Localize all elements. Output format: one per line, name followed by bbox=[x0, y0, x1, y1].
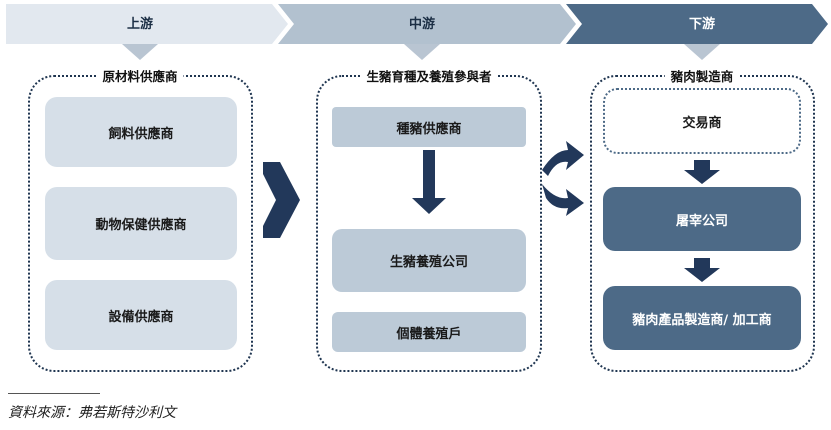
downstream-item-pork-processor: 豬肉產品製造商/ 加工商 bbox=[603, 286, 801, 350]
stage-label-midstream: 中游 bbox=[408, 17, 435, 32]
upstream-item-equipment: 設備供應商 bbox=[45, 280, 237, 350]
stage-band bbox=[6, 4, 828, 60]
stage-chevron-downstream bbox=[566, 4, 828, 44]
stage-chevron-midstream bbox=[278, 4, 576, 44]
midstream-item-breeding-pig: 種豬供應商 bbox=[332, 107, 526, 147]
downstream-title: 豬肉製造商 bbox=[664, 66, 740, 85]
stage-pointer-midstream bbox=[404, 44, 440, 60]
upstream-item-feed: 飼料供應商 bbox=[45, 97, 237, 167]
midstream-to-downstream-arrow-lower bbox=[542, 184, 584, 216]
upstream-title: 原材料供應商 bbox=[96, 66, 184, 85]
stage-chevron-upstream bbox=[6, 4, 288, 44]
source-rule bbox=[8, 393, 100, 394]
upstream-item-animal-health: 動物保健供應商 bbox=[45, 187, 237, 260]
midstream-item-individual-farmer: 個體養殖戶 bbox=[332, 312, 526, 352]
stage-pointer-upstream bbox=[122, 44, 158, 60]
stage-pointer-downstream bbox=[684, 44, 720, 60]
midstream-title: 生豬育種及養殖參與者 bbox=[360, 66, 498, 85]
midstream-to-downstream-arrow-upper bbox=[542, 141, 584, 176]
source-note: 資料來源：弗若斯特沙利文 bbox=[8, 405, 176, 421]
stage-label-upstream: 上游 bbox=[126, 17, 153, 32]
stage-label-downstream: 下游 bbox=[688, 17, 715, 32]
midstream-item-pig-farming-company: 生豬養殖公司 bbox=[332, 229, 526, 292]
upstream-to-midstream-arrow bbox=[263, 162, 300, 238]
downstream-item-trader: 交易商 bbox=[603, 88, 801, 154]
downstream-item-slaughter-company: 屠宰公司 bbox=[603, 187, 801, 251]
